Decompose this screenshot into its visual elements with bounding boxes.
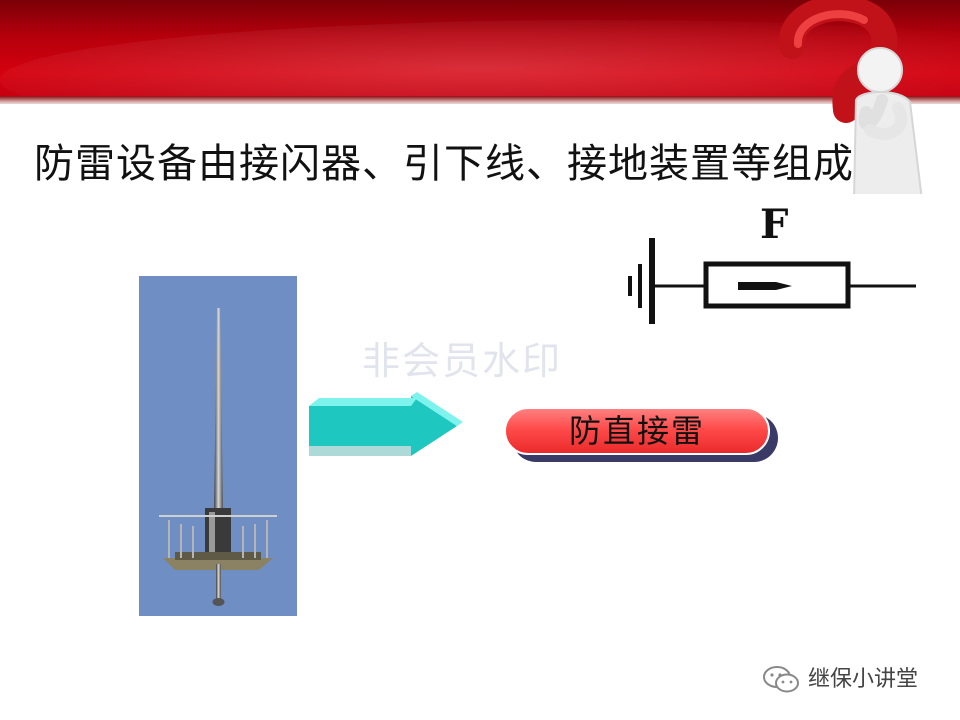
- button-label: 防直接雷: [568, 412, 705, 450]
- watermark: 非会员水印: [362, 339, 563, 383]
- footer-brand: 继保小讲堂: [762, 660, 942, 700]
- slide-title: 防雷设备由接闪器、引下线、接地装置等组成: [34, 141, 854, 187]
- right-arrow-icon: [309, 392, 463, 456]
- lightning-arrester-symbol-icon: F: [620, 194, 925, 334]
- banner-band: [0, 96, 960, 104]
- wechat-icon: [763, 666, 799, 693]
- symbol-label: F: [760, 201, 788, 248]
- direct-lightning-protection-button[interactable]: 防直接雷: [504, 407, 770, 455]
- thinking-figure-icon: [778, 0, 924, 200]
- lightning-rod-image: [139, 276, 297, 616]
- lightning-rod-icon: [159, 308, 277, 606]
- footer-text: 继保小讲堂: [808, 667, 919, 692]
